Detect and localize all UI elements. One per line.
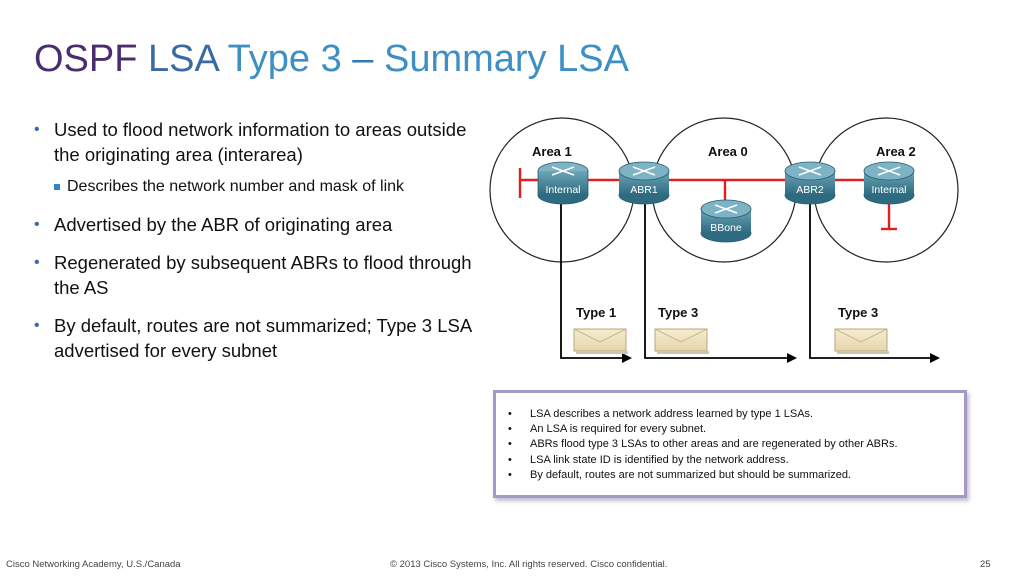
footer-left: Cisco Networking Academy, U.S./Canada — [6, 559, 181, 570]
note-item: • LSA link state ID is identified by the … — [508, 453, 964, 468]
lsa-flood-arrows — [560, 204, 940, 363]
note-text: LSA link state ID is identified by the n… — [530, 453, 789, 466]
router-icon: Internal — [863, 161, 915, 205]
bullet-dot-icon: • — [34, 317, 40, 334]
note-text: LSA describes a network address learned … — [530, 408, 814, 420]
title-ospf: OSPF — [34, 38, 138, 80]
bullet-list: • Used to flood network information to a… — [34, 117, 474, 376]
area0-label: Area 0 — [708, 144, 748, 159]
bullet-dot-icon: • — [34, 216, 40, 233]
footer-copyright: © 2013 Cisco Systems, Inc. All rights re… — [390, 559, 668, 570]
bullet-dot-icon: • — [508, 438, 512, 451]
bullet-dot-icon: • — [508, 468, 512, 481]
router-label-bbone: BBone — [710, 222, 742, 234]
router-icon: Internal — [537, 161, 589, 205]
note-item: • LSA describes a network address learned… — [508, 407, 964, 422]
area1-label: Area 1 — [532, 144, 572, 159]
note-item: • By default, routes are not summarized b… — [508, 468, 964, 483]
bullet-dot-icon: • — [508, 423, 512, 436]
notes-box: • LSA describes a network address learned… — [493, 390, 967, 498]
ospf-area-diagram: Area 1 Area 0 Area 2 Internal ABR1 — [489, 117, 959, 363]
bullet-item: • Used to flood network information to a… — [34, 117, 474, 167]
slide-title: OSPF LSA Type 3 – Summary LSA — [34, 36, 629, 82]
bullet-dot-icon: • — [34, 254, 40, 271]
router-label-abr1: ABR1 — [630, 184, 658, 196]
note-item: • An LSA is required for every subnet. — [508, 422, 964, 437]
envelope-icon — [573, 328, 628, 354]
notes-list: • LSA describes a network address learned… — [496, 393, 964, 483]
router-icon: ABR2 — [784, 161, 836, 205]
bullet-text: Advertised by the ABR of originating are… — [54, 214, 393, 235]
title-dash: – — [352, 38, 374, 80]
bullet-item: • Advertised by the ABR of originating a… — [34, 212, 474, 237]
note-text: ABRs flood type 3 LSAs to other areas an… — [530, 438, 898, 451]
envelope-icon — [654, 328, 709, 354]
area2-label: Area 2 — [876, 144, 916, 159]
bullet-item: • By default, routes are not summarized;… — [34, 313, 474, 363]
note-item: • ABRs flood type 3 LSAs to other areas a… — [508, 437, 964, 452]
square-bullet-icon — [54, 184, 60, 190]
title-summary-lsa: Summary LSA — [383, 38, 629, 80]
bullet-item: • Regenerated by subsequent ABRs to floo… — [34, 250, 474, 300]
sub-bullet-text: Describes the network number and mask of… — [67, 178, 405, 195]
router-label-internal2: Internal — [871, 184, 906, 196]
note-text: By default, routes are not summarized bu… — [530, 468, 851, 481]
lsa-type-label: Type 3 — [838, 305, 878, 320]
router-label-abr2: ABR2 — [796, 184, 824, 196]
title-lsa: LSA — [148, 38, 218, 80]
router-label-internal1: Internal — [545, 184, 580, 196]
lsa-type-label: Type 3 — [658, 305, 698, 320]
bullet-text: By default, routes are not summarized; T… — [54, 315, 472, 361]
bullet-text: Used to flood network information to are… — [54, 119, 467, 165]
page-number: 25 — [980, 559, 991, 570]
bullet-text: Regenerated by subsequent ABRs to flood … — [54, 252, 472, 298]
title-type3: Type 3 — [227, 38, 342, 80]
bullet-dot-icon: • — [34, 121, 40, 138]
router-icon: ABR1 — [618, 161, 670, 205]
sub-bullet-item: Describes the network number and mask of… — [34, 176, 474, 198]
envelope-icon — [834, 328, 889, 354]
bullet-dot-icon: • — [508, 408, 512, 420]
lsa-type-label: Type 1 — [576, 305, 616, 320]
note-text: An LSA is required for every subnet. — [530, 423, 707, 436]
bullet-dot-icon: • — [508, 453, 512, 466]
router-icon: BBone — [700, 199, 752, 243]
